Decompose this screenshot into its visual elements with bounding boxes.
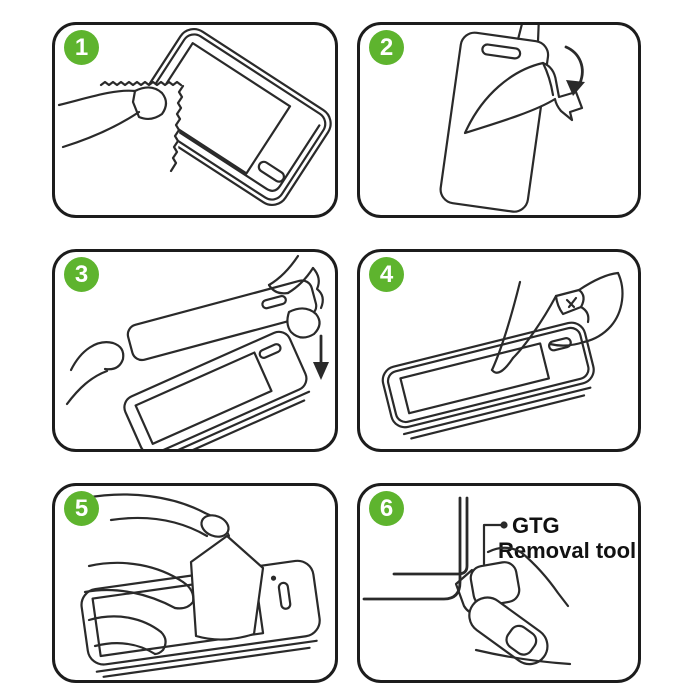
step-3-badge: 3 xyxy=(64,257,99,292)
right-hand-knuckle xyxy=(311,266,324,310)
right-finger-edge-1 xyxy=(267,254,300,287)
annotation-dot xyxy=(500,521,508,529)
removal-tool-label: Removal tool xyxy=(498,538,636,563)
phone-corner-inner-edge xyxy=(392,496,469,576)
step-5-badge: 5 xyxy=(64,491,99,526)
fingernail xyxy=(200,514,230,538)
left-hand-edge xyxy=(65,369,109,406)
finger-crease-2 xyxy=(567,296,578,309)
index-finger-tip xyxy=(490,356,515,374)
index-finger-left-edge xyxy=(490,280,522,372)
step-3-panel: 3 xyxy=(52,249,338,452)
wipe-screen-with-cloth-icon xyxy=(57,27,332,207)
fingernail xyxy=(131,86,168,121)
phone-outline xyxy=(123,330,311,449)
thumb-tip xyxy=(153,630,167,656)
hand-top-edge xyxy=(577,271,620,292)
index-finger xyxy=(468,596,549,666)
polishing-cloth xyxy=(189,534,265,641)
cloth-top-edge xyxy=(99,80,183,87)
step-6-badge: 6 xyxy=(369,491,404,526)
protector-film-outline xyxy=(439,25,550,213)
peel-backing-film-icon xyxy=(439,25,585,213)
removal-tool-icon: GTG Removal tool xyxy=(362,496,636,666)
gtg-label: GTG xyxy=(512,513,560,538)
peeled-film-layer xyxy=(463,61,584,135)
index-finger-bottom-edge xyxy=(109,516,209,538)
right-thumb xyxy=(286,307,321,339)
step-2-badge: 2 xyxy=(369,30,404,65)
hand-bottom-edge xyxy=(548,340,586,347)
step-1-badge: 1 xyxy=(64,30,99,65)
hand-bottom-edge xyxy=(474,648,572,666)
step-4-panel: 4 xyxy=(357,249,641,452)
step-2-panel: 2 xyxy=(357,22,641,218)
smooth-with-cloth-icon xyxy=(80,493,321,678)
finger-top-edge xyxy=(57,89,137,107)
step-5-panel: 5 xyxy=(52,483,338,683)
finger-bottom-edge xyxy=(61,110,141,149)
press-screen-center-icon xyxy=(381,271,624,440)
glass-protector xyxy=(126,279,318,362)
peel-arrow-head xyxy=(566,80,585,96)
phone-corner-outer-edge xyxy=(362,496,462,601)
hand-right-edge xyxy=(582,271,624,344)
hand-top-edge xyxy=(520,551,570,608)
middle-finger-tip xyxy=(173,580,195,610)
knuckle-line xyxy=(579,305,590,324)
phone-outline xyxy=(134,27,332,207)
film-fold-crease xyxy=(541,61,555,97)
middle-finger-bottom-edge xyxy=(83,588,177,610)
step-1-panel: 1 xyxy=(52,22,338,218)
step-6-panel: 6 GTG Removal tool xyxy=(357,483,641,683)
right-finger-edge-2 xyxy=(286,266,315,295)
cloth-side-edge xyxy=(169,84,185,173)
align-glass-over-phone-icon xyxy=(65,254,329,449)
index-finger-right-edge xyxy=(511,294,558,360)
peel-arrow-shaft xyxy=(564,45,584,85)
phone-outline xyxy=(381,321,595,440)
finger-top-arc xyxy=(486,546,524,555)
index-finger-top-edge xyxy=(83,493,207,515)
down-arrow-head xyxy=(313,362,329,380)
thumb-top-edge xyxy=(87,615,163,634)
step-4-badge: 4 xyxy=(369,257,404,292)
thumb-bottom-edge xyxy=(93,642,157,656)
left-thumb xyxy=(69,341,125,372)
middle-finger-top-edge xyxy=(87,561,185,584)
right-finger-tip xyxy=(267,283,290,295)
annotation-leader xyxy=(482,523,503,566)
